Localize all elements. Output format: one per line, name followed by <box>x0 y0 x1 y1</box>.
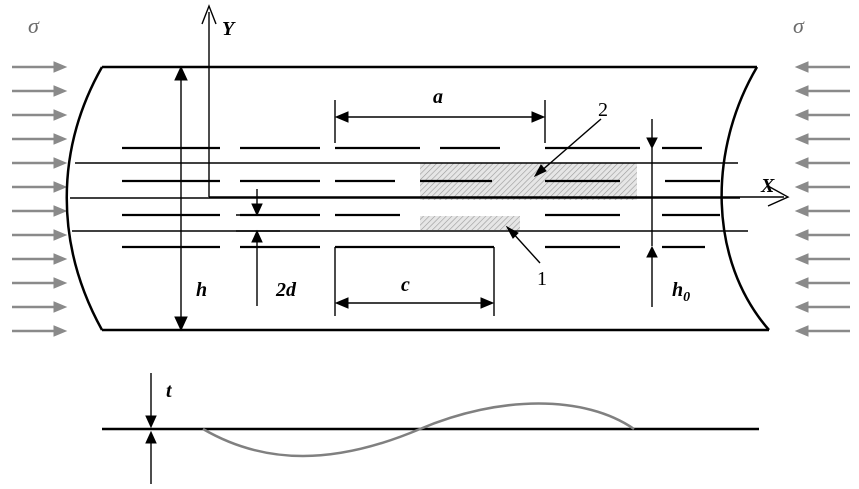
stress-arrow <box>12 109 68 121</box>
zone-2-label: 2 <box>598 99 608 121</box>
zone-1-leader <box>505 225 541 264</box>
stress-arrows-left <box>12 61 68 337</box>
zone-2-leader <box>533 118 602 178</box>
stress-arrow <box>794 229 850 241</box>
stress-arrow <box>12 85 68 97</box>
x-axis <box>209 185 790 207</box>
dimension-h <box>174 65 188 332</box>
fiber-dashes <box>122 146 720 249</box>
plate-outline <box>65 65 770 332</box>
stress-arrow <box>12 181 68 193</box>
stress-arrow <box>12 61 68 73</box>
dimension-h0 <box>646 119 658 307</box>
dimension-2d-label: 2d <box>275 279 297 301</box>
stress-arrow <box>794 133 850 145</box>
stress-arrow <box>12 325 68 337</box>
dimension-c-label: c <box>401 274 410 296</box>
stress-arrow <box>794 205 850 217</box>
stress-arrow <box>794 157 850 169</box>
stress-arrow <box>12 253 68 265</box>
dimension-a-label: a <box>433 86 443 108</box>
y-axis <box>201 4 217 197</box>
stress-arrow <box>794 253 850 265</box>
dimension-t <box>145 373 157 484</box>
dimension-2d <box>236 189 280 306</box>
fiber-buckle-inset <box>102 402 759 458</box>
stress-arrows-right <box>794 61 850 337</box>
dimension-t-label: t <box>166 380 173 402</box>
stress-arrow <box>794 181 850 193</box>
stress-label-right: σ <box>793 13 805 38</box>
stress-arrow <box>12 301 68 313</box>
stress-label-left: σ <box>28 13 40 38</box>
zone-1-label: 1 <box>537 268 547 290</box>
dimension-h-label: h <box>196 279 207 301</box>
stress-arrow <box>794 85 850 97</box>
x-axis-label: X <box>760 175 775 197</box>
stress-arrow <box>12 205 68 217</box>
stress-arrow <box>12 277 68 289</box>
stress-arrow <box>794 109 850 121</box>
buckled-fiber-wave <box>202 402 635 458</box>
stress-arrow <box>794 61 850 73</box>
y-axis-label: Y <box>222 18 236 40</box>
dimension-c <box>334 245 495 316</box>
stress-arrow <box>794 301 850 313</box>
stress-arrow <box>12 133 68 145</box>
stress-arrow <box>794 325 850 337</box>
stress-arrow <box>12 229 68 241</box>
zone-1-hatch <box>420 216 520 230</box>
dimension-a <box>334 100 546 143</box>
dimension-h0-label: h0 <box>672 279 690 305</box>
stress-arrow <box>12 157 68 169</box>
stress-arrow <box>794 277 850 289</box>
